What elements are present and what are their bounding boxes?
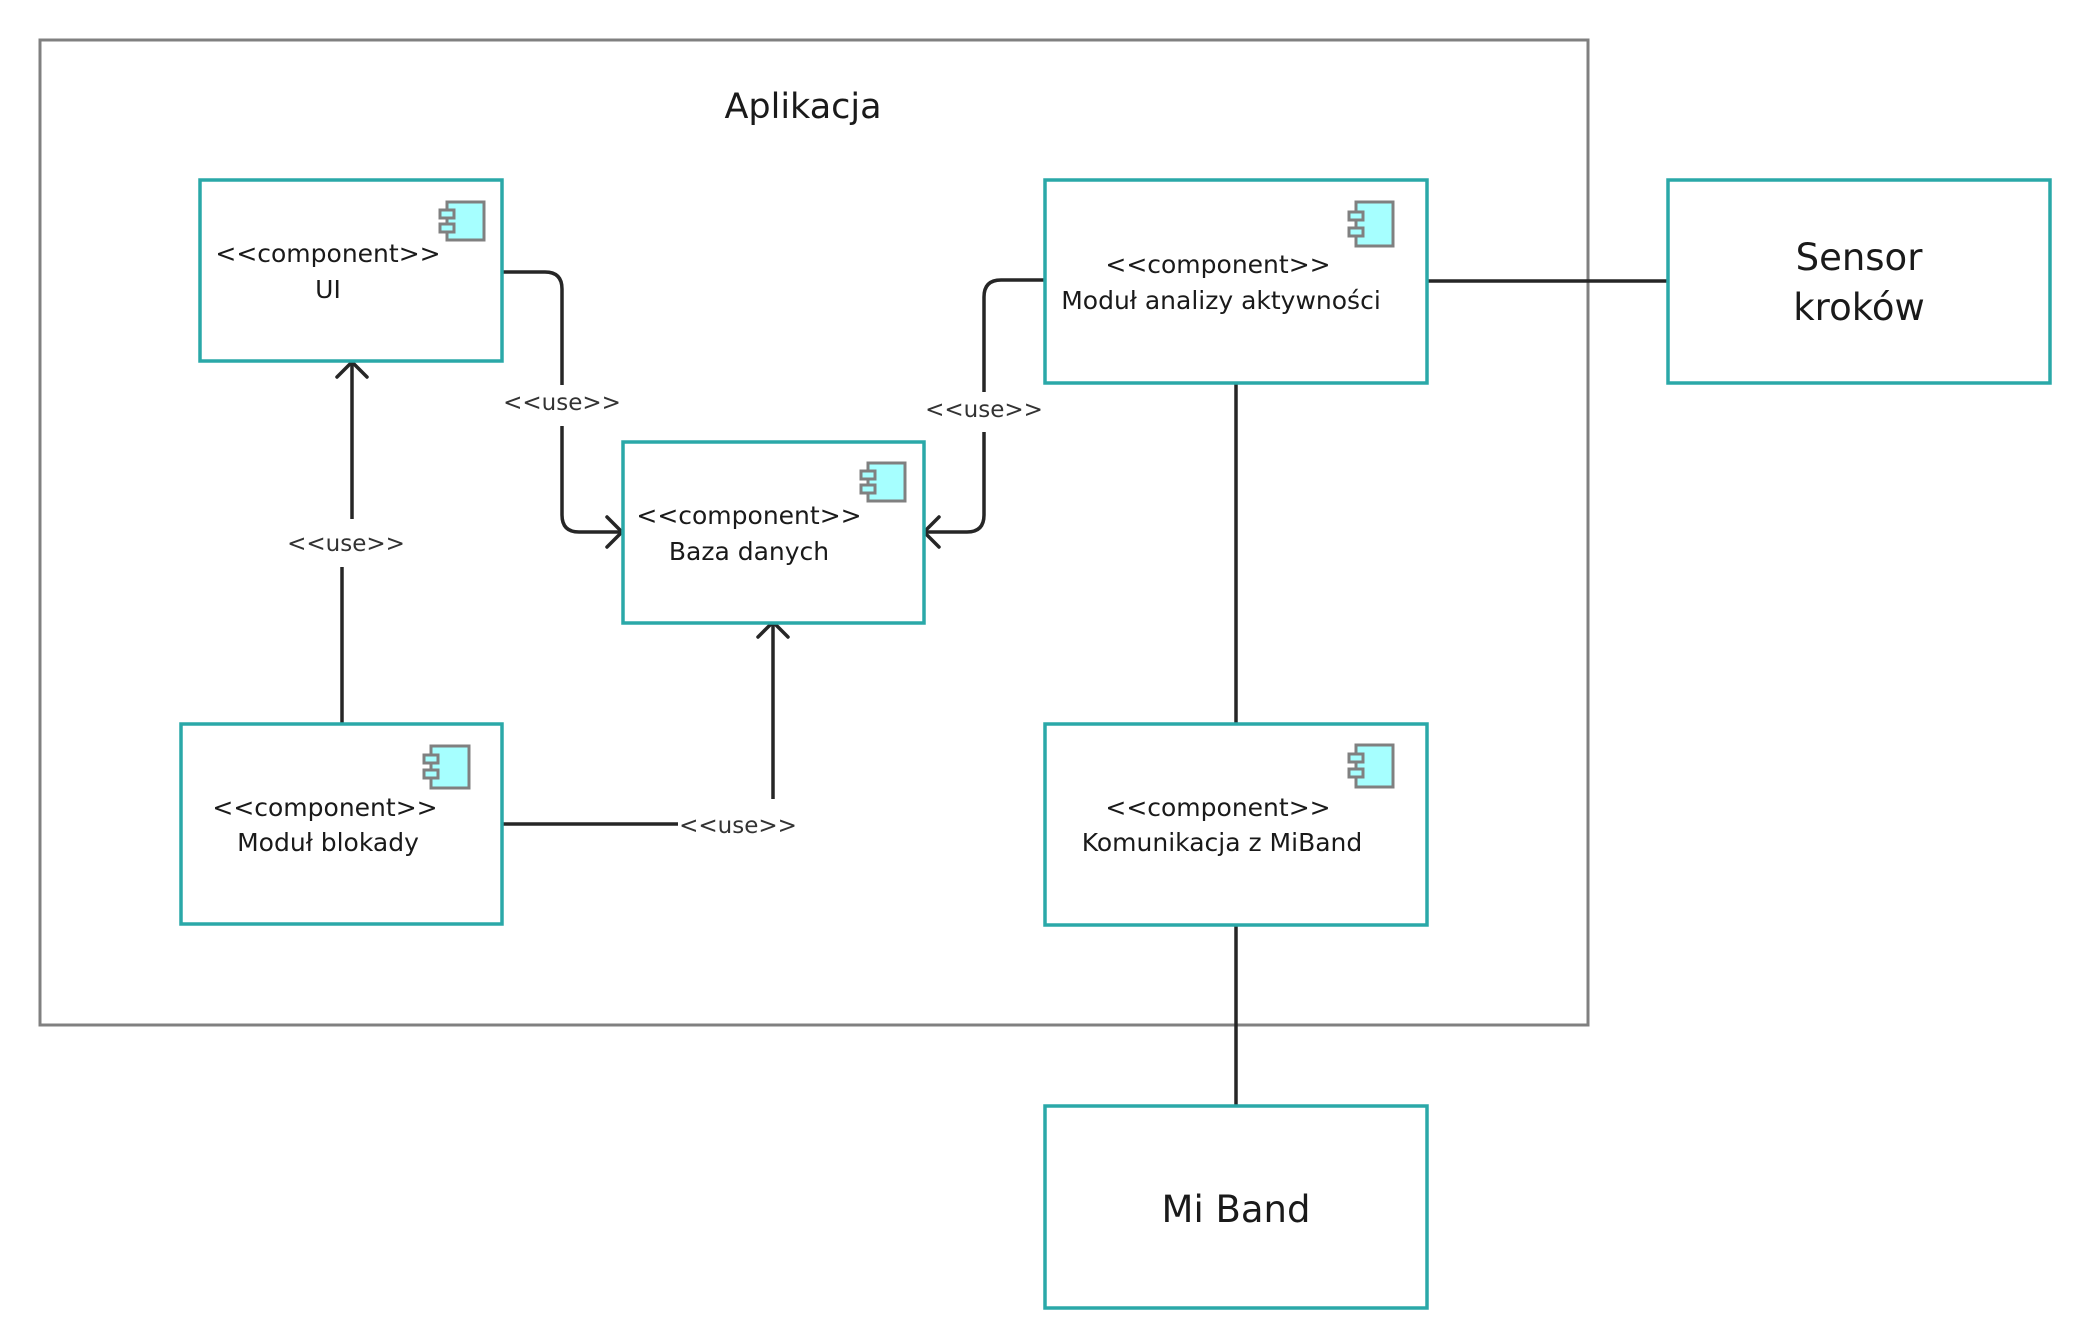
miband-box (1043, 1104, 1429, 1310)
use-label-bg-blokada-ui (286, 528, 406, 558)
edge-analiza-baza-lower (924, 432, 986, 534)
use-label-blokada-ui: <<use>> (287, 531, 405, 557)
edge-analiza-baza-upper (982, 278, 1045, 392)
miband-name: Mi Band (1162, 1188, 1311, 1231)
component-baza-danych[interactable]: <<component>> Baza danych (621, 440, 926, 625)
component-komunikacja-stereotype: <<component>> (1105, 793, 1330, 822)
component-analiza-name: Moduł analizy aktywności (1061, 286, 1381, 315)
sensor-name-line2: kroków (1793, 286, 1924, 329)
use-label-bg-ui-baza (502, 388, 622, 418)
component-icon (438, 200, 486, 242)
external-mi-band[interactable]: Mi Band (1043, 1104, 1429, 1310)
component-komunikacja-name: Komunikacja z MiBand (1082, 828, 1363, 857)
use-label-bg-blokada-baza (678, 810, 798, 840)
component-icon (1347, 743, 1395, 789)
component-blokada-name: Moduł blokady (237, 828, 419, 857)
component-icon (859, 461, 907, 503)
component-baza-name: Baza danych (669, 537, 829, 566)
container-title: Aplikacja (724, 87, 881, 127)
use-label-blokada-baza: <<use>> (679, 813, 797, 839)
component-icon (422, 744, 471, 790)
component-icon (1347, 200, 1395, 248)
sensor-box (1666, 178, 2052, 385)
component-ui-stereotype: <<component>> (215, 239, 440, 268)
component-komunikacja-miband[interactable]: <<component>> Komunikacja z MiBand (1043, 722, 1429, 927)
use-label-ui-baza: <<use>> (503, 390, 621, 416)
use-label-analiza-baza: <<use>> (925, 397, 1043, 423)
component-modul-analizy[interactable]: <<component>> Moduł analizy aktywności (1043, 178, 1429, 385)
component-blokada-stereotype: <<component>> (212, 793, 437, 822)
edge-ui-baza-lower (560, 426, 622, 534)
component-ui-name: UI (315, 275, 341, 304)
component-modul-blokady[interactable]: <<component>> Moduł blokady (179, 722, 504, 926)
component-baza-stereotype: <<component>> (636, 501, 861, 530)
external-sensor-krokow[interactable]: Sensor kroków (1666, 178, 2052, 385)
component-analiza-stereotype: <<component>> (1105, 250, 1330, 279)
use-label-bg-analiza-baza (924, 395, 1044, 425)
component-ui[interactable]: <<component>> UI (198, 178, 504, 363)
sensor-name-line1: Sensor (1796, 236, 1924, 279)
application-container (38, 38, 1590, 1027)
edge-ui-baza-upper (501, 270, 564, 385)
